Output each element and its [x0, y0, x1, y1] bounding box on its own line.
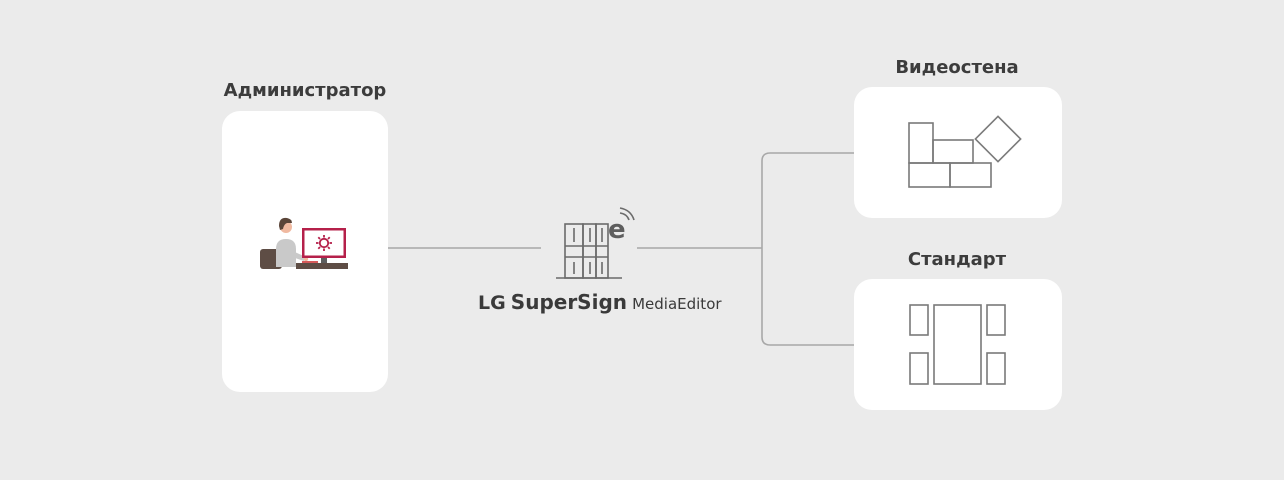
admin-card [222, 111, 388, 392]
admin-at-computer-icon [260, 217, 348, 269]
supersign-brand: LG SuperSign MediaEditor [478, 290, 722, 314]
brand-supersign: SuperSign [510, 290, 627, 314]
standard-card [854, 279, 1062, 410]
admin-label: Администратор [223, 80, 387, 101]
svg-text:e: e [608, 215, 626, 245]
brand-lg: LG [478, 292, 506, 314]
videowall-card [854, 87, 1062, 218]
standard-label: Стандарт [907, 249, 1007, 270]
brand-mediaeditor: MediaEditor [632, 295, 722, 313]
videowall-label: Видеостена [895, 57, 1019, 78]
videowall-layout-icon [908, 115, 1022, 188]
standard-layout-icon [909, 304, 1006, 385]
supersign-server-icon: e [556, 207, 635, 279]
